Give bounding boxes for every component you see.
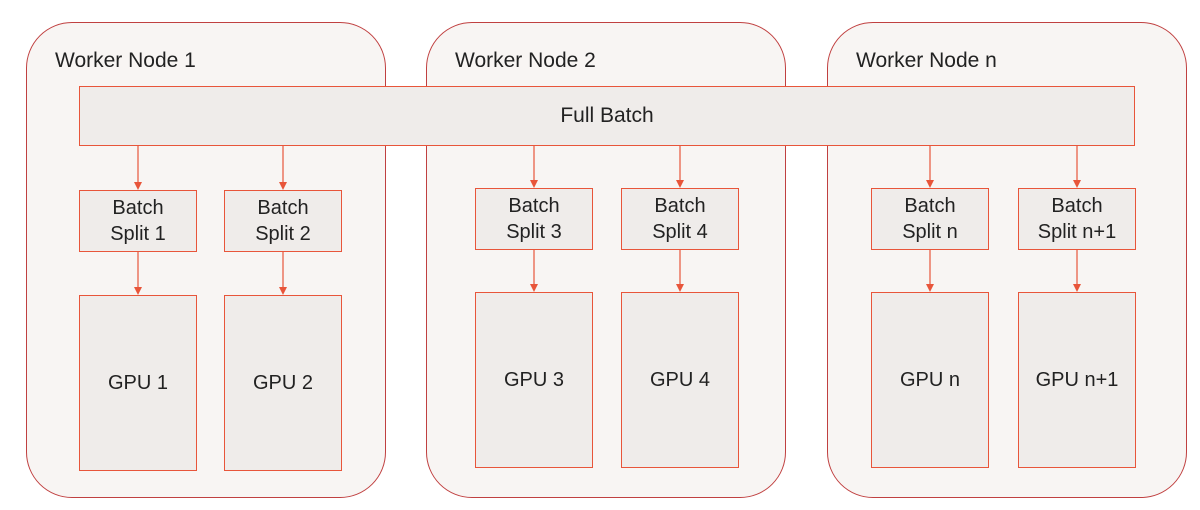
batch-split-1: Batch Split 1 — [79, 190, 197, 252]
batch-split-n-line1: Batch — [904, 195, 956, 217]
batch-split-n-line2: Split n — [902, 221, 958, 243]
batch-split-2-line2: Split 2 — [255, 223, 311, 245]
gpu-n-plus-1: GPU n+1 — [1018, 292, 1136, 468]
gpu-2-label: GPU 2 — [252, 371, 314, 394]
batch-split-1-line1: Batch — [112, 197, 164, 219]
gpu-3-label: GPU 3 — [503, 368, 565, 391]
batch-split-3-line2: Split 3 — [506, 221, 562, 243]
batch-split-3-line1: Batch — [508, 195, 560, 217]
gpu-4-label: GPU 4 — [649, 368, 711, 391]
batch-split-4: Batch Split 4 — [621, 188, 739, 250]
worker-node-2-title: Worker Node 2 — [455, 49, 596, 72]
gpu-n-label: GPU n — [899, 368, 961, 391]
batch-split-n-plus-1: Batch Split n+1 — [1018, 188, 1136, 250]
full-batch-box: Full Batch — [79, 86, 1135, 146]
gpu-4: GPU 4 — [621, 292, 739, 468]
batch-split-2-line1: Batch — [257, 197, 309, 219]
batch-split-n-plus-1-line2: Split n+1 — [1037, 221, 1117, 243]
batch-split-4-line1: Batch — [654, 195, 706, 217]
worker-node-n-title: Worker Node n — [856, 49, 997, 72]
gpu-3: GPU 3 — [475, 292, 593, 468]
gpu-n: GPU n — [871, 292, 989, 468]
gpu-n-plus-1-label: GPU n+1 — [1035, 368, 1119, 391]
batch-split-3: Batch Split 3 — [475, 188, 593, 250]
batch-split-1-line2: Split 1 — [110, 223, 166, 245]
batch-split-2: Batch Split 2 — [224, 190, 342, 252]
batch-split-n-plus-1-line1: Batch — [1051, 195, 1103, 217]
gpu-1: GPU 1 — [79, 295, 197, 471]
worker-node-1-title: Worker Node 1 — [55, 49, 196, 72]
gpu-1-label: GPU 1 — [107, 371, 169, 394]
batch-split-n: Batch Split n — [871, 188, 989, 250]
gpu-2: GPU 2 — [224, 295, 342, 471]
full-batch-label: Full Batch — [560, 104, 654, 127]
batch-split-4-line2: Split 4 — [652, 221, 708, 243]
